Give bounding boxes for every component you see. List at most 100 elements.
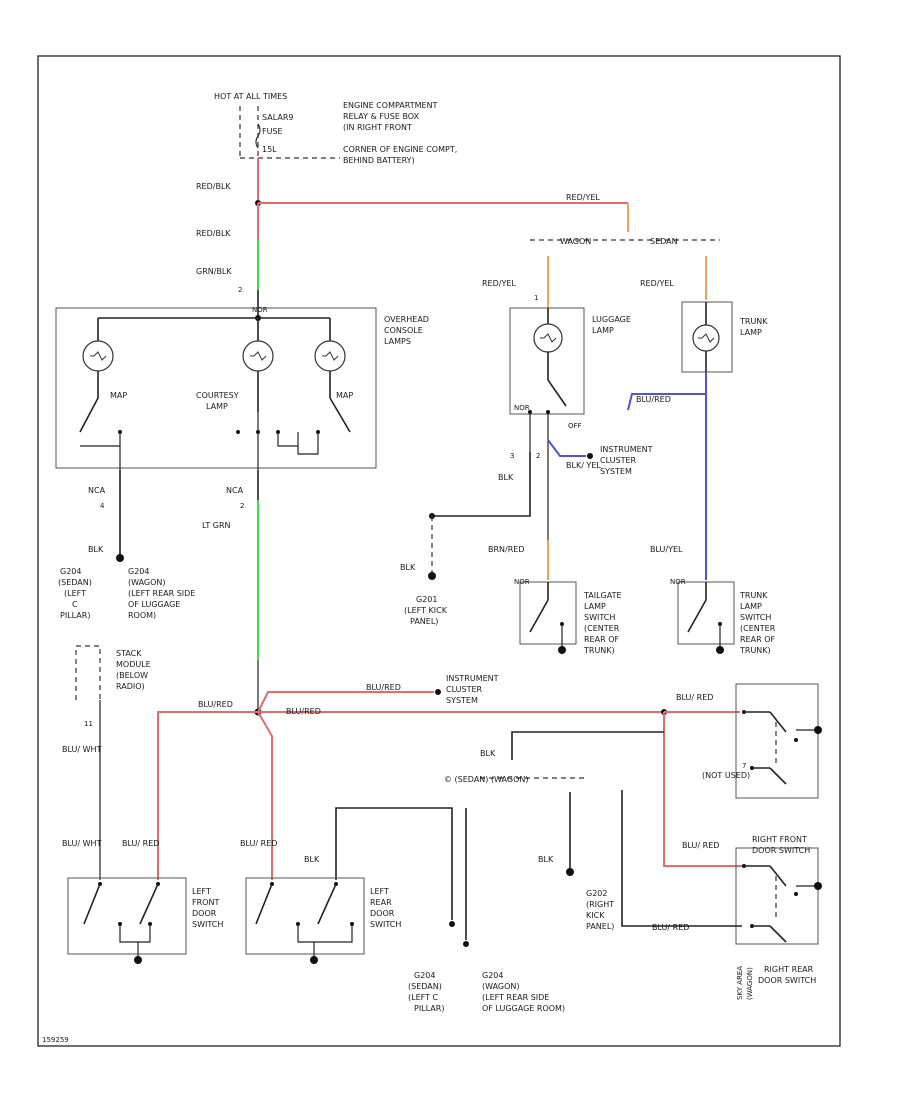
map-lamp-left-icon [82, 340, 114, 372]
trunk-switch-label-1: TRUNK [739, 591, 768, 600]
pin-2b: 2 [240, 502, 244, 510]
pin-nor-trunk: NOR [670, 578, 686, 586]
ground-g201-1: G201 [416, 595, 437, 604]
lr-door-label-2: REAR [370, 898, 392, 907]
pin-11: 11 [84, 720, 93, 728]
wire-blu-red-trunk: BLU/RED [636, 395, 671, 404]
wire-lt-grn: LT GRN [202, 521, 231, 530]
wire-blu-red-rf: BLU/ RED [676, 693, 713, 702]
tailgate-label-3: SWITCH [584, 613, 615, 622]
lr-door-label-1: LEFT [370, 887, 389, 896]
wire-red-blk-1: RED/BLK [196, 182, 231, 191]
side-label-1: SKY AREA [736, 966, 744, 1000]
ground-bottom-sedan-4: PILLAR) [414, 1004, 444, 1013]
fuse-location-4: CORNER OF ENGINE COMPT, [343, 145, 457, 154]
right-rear-door-switch: BLU/ RED RIGHT REAR DOOR SWITCH SKY AREA… [682, 841, 822, 1000]
ground-g202-2: (RIGHT [586, 900, 614, 909]
fuse-name: SALAR9 [262, 113, 293, 122]
ground-left-sedan-5: PILLAR) [60, 611, 90, 620]
map-right-label: MAP [336, 391, 353, 400]
stack-label-2: MODULE [116, 660, 151, 669]
wire-blu-wht-lf-1: BLU/ WHT [62, 839, 102, 848]
luggage-label-2: LAMP [592, 326, 614, 335]
wire-blk-luggage: BLK [498, 473, 514, 482]
fuse-block: HOT AT ALL TIMES SALAR9 FUSE 15L ENGINE … [214, 92, 457, 165]
ground-left-sedan-2: (SEDAN) [58, 578, 92, 587]
wire-blu-red-rr: BLU/ RED [652, 923, 689, 932]
courtesy-lamp-icon [242, 340, 274, 372]
wire-red-blk-2: RED/BLK [196, 229, 231, 238]
tailgate-lamp-switch: NOR TAILGATE LAMP SWITCH (CENTER REAR OF… [514, 578, 622, 655]
trunk-lamp-icon [692, 324, 720, 352]
cluster-1-label-2: CLUSTER [600, 456, 637, 465]
right-front-door-switch: 7 (NOT USED) [702, 683, 822, 799]
lr-door-label-3: DOOR [370, 909, 395, 918]
lf-door-label-1: LEFT [192, 887, 211, 896]
wire-nca-center: NCA [226, 486, 244, 495]
trunk-switch-label-3: SWITCH [740, 613, 771, 622]
trunk-label-2: LAMP [740, 328, 762, 337]
wire-blk-lr: BLK [304, 855, 320, 864]
trunk-lamp-switch: NOR TRUNK LAMP SWITCH (CENTER REAR OF TR… [670, 578, 776, 655]
ground-left-sedan-4: C [72, 600, 78, 609]
hot-at-all-times-label: HOT AT ALL TIMES [214, 92, 287, 101]
cluster-2-label-3: SYSTEM [446, 696, 478, 705]
wire-blu-red-lf-1: BLU/ RED [122, 839, 159, 848]
ground-bottom-wagon-4: OF LUGGAGE ROOM) [482, 1004, 565, 1013]
rr-door-label-2: DOOR SWITCH [758, 976, 816, 985]
wire-blu-red-cluster: BLU/RED [366, 683, 401, 692]
pin-nor: NOR [252, 306, 268, 314]
ground-left-wagon-5: ROOM) [128, 611, 156, 620]
tailgate-label-1: TAILGATE [583, 591, 622, 600]
cluster-2-label-1: INSTRUMENT [446, 674, 499, 683]
luggage-lamp-icon [533, 323, 563, 353]
lf-door-label-4: SWITCH [192, 920, 223, 929]
wagon-label: WAGON [560, 237, 591, 246]
tailgate-label-5: REAR OF [584, 635, 619, 644]
pin-2a: 2 [238, 286, 242, 294]
fuse-location-5: BEHIND BATTERY) [343, 156, 415, 165]
tailgate-label-4: (CENTER [584, 624, 620, 633]
luggage-label-1: LUGGAGE [592, 315, 631, 324]
stack-label-1: STACK [116, 649, 142, 658]
pin-nor-tailgate: NOR [514, 578, 530, 586]
map-left-label: MAP [110, 391, 127, 400]
wire-nca-left: NCA [88, 486, 106, 495]
overhead-console-lamps: NOR MAP MAP COURTESY LAMP OVERHEAD CONSO… [55, 306, 429, 470]
ground-bottom-wagon-1: G204 [482, 971, 503, 980]
ground-left-wagon-1: G204 [128, 567, 149, 576]
wire-blk-yel: BLK/ YEL [566, 461, 601, 470]
left-front-door-switch: LEFT FRONT DOOR SWITCH [67, 877, 223, 964]
cluster-1-label-1: INSTRUMENT [600, 445, 653, 454]
pin-3: 3 [510, 452, 514, 460]
ground-g201-3: PANEL) [410, 617, 438, 626]
ground-left-icon [116, 554, 124, 562]
sedan-wagon-split: © (SEDAN) (WAGON) [444, 775, 528, 784]
trunk-label-1: TRUNK [739, 317, 768, 326]
ground-g202-3: KICK [586, 911, 605, 920]
courtesy-label-1: COURTESY [196, 391, 239, 400]
tailgate-label-6: TRUNK) [583, 646, 615, 655]
ground-left-wagon-3: (LEFT REAR SIDE [128, 589, 195, 598]
map-lamp-right-icon [314, 340, 346, 372]
wire-blk-right: BLK [538, 855, 554, 864]
ground-bottom-sedan-2: (SEDAN) [408, 982, 442, 991]
wire-blu-yel-trunk: BLU/YEL [650, 545, 683, 554]
rf-door-label-1: RIGHT FRONT [752, 835, 807, 844]
overhead-label-2: CONSOLE [384, 326, 423, 335]
ground-left-wagon-2: (WAGON) [128, 578, 166, 587]
ground-g201-icon [428, 572, 436, 580]
wire-blu-red-rf2: BLU/ RED [682, 841, 719, 850]
diagram-frame [37, 55, 841, 1047]
wire-blk-center: BLK [480, 749, 496, 758]
fuse-word: FUSE [262, 127, 283, 136]
courtesy-label-2: LAMP [206, 402, 228, 411]
wire-red-yel-trunk: RED/YEL [640, 279, 674, 288]
cluster-1-label-3: SYSTEM [600, 467, 632, 476]
trunk-lamp: RED/YEL TRUNK LAMP [640, 279, 768, 373]
pin-1: 1 [534, 294, 538, 302]
lr-door-label-4: SWITCH [370, 920, 401, 929]
wire-brn-red-tailgate: BRN/RED [488, 545, 525, 554]
ground-g202-4: PANEL) [586, 922, 614, 931]
fuse-amp: 15L [262, 145, 277, 154]
